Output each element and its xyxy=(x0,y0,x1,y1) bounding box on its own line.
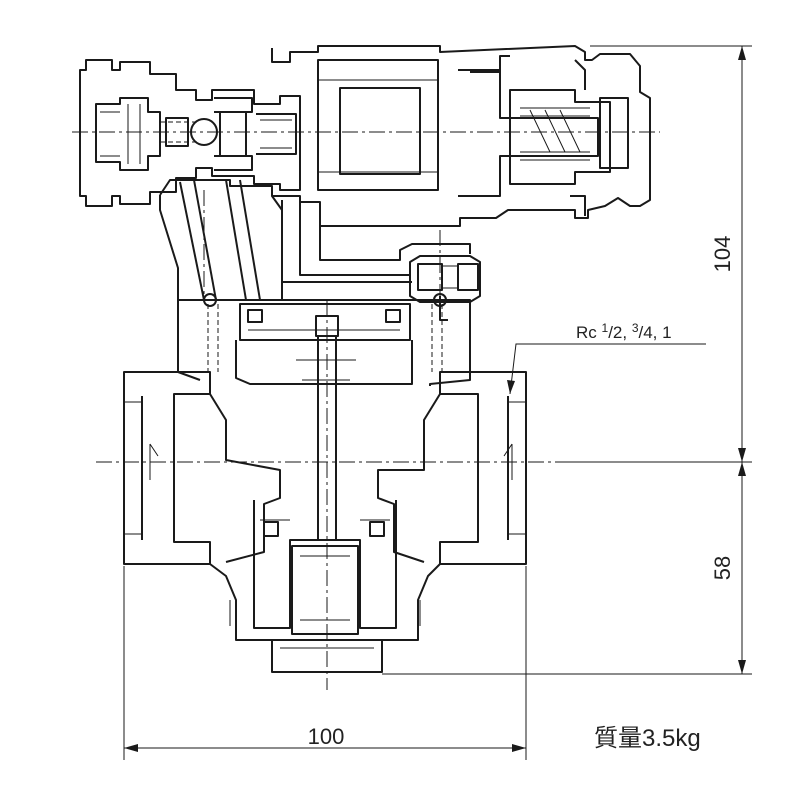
dimension-lines xyxy=(123,45,752,760)
connection-half-den: /2, xyxy=(608,323,632,342)
connection-three-quarter-den: /4, 1 xyxy=(639,323,672,342)
left-pilot-valve xyxy=(79,59,301,207)
main-valve-body xyxy=(123,293,527,673)
mass-label: 質量3.5kg xyxy=(594,725,701,752)
sensing-tubes xyxy=(159,179,481,321)
dimension-height-lower: 58 xyxy=(710,556,735,580)
pilot-housing xyxy=(159,45,651,283)
dimension-height-upper: 104 xyxy=(710,236,735,273)
connection-half-num: 1 xyxy=(602,321,609,335)
connection-size-label: Rc 1/2, 3/4, 1 xyxy=(576,321,672,342)
dimension-width: 100 xyxy=(308,724,345,749)
connection-prefix: Rc xyxy=(576,323,602,342)
connection-three-quarter-num: 3 xyxy=(632,321,639,335)
center-lines xyxy=(72,131,660,690)
